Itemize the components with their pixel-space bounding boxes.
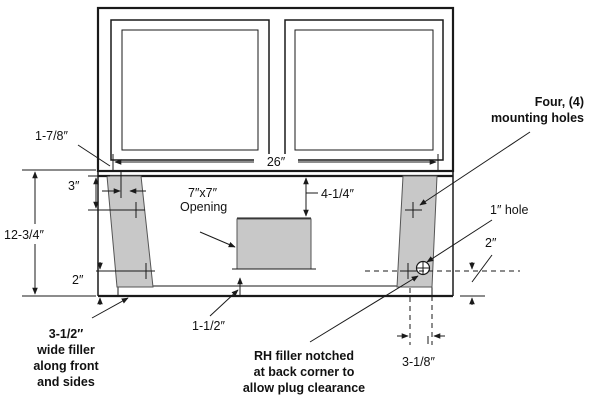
filler-callout-2: wide filler <box>36 343 95 357</box>
opening-size-label: 7″x7″ <box>188 186 218 200</box>
left-offset-label: 1-7/8″ <box>35 129 68 143</box>
left-filler <box>106 175 154 288</box>
mount-3in-label: 3″ <box>68 179 80 193</box>
height-label: 12-3/4″ <box>4 228 44 242</box>
depth-label: 4-1/4″ <box>321 187 354 201</box>
right-door-panel <box>294 29 434 151</box>
opening-7x7 <box>236 218 312 270</box>
rh-filler-callout-2: at back corner to <box>254 365 355 379</box>
filler-callout-1: 3-1/2″ <box>49 327 83 341</box>
left-door <box>110 19 270 161</box>
upper-cabinet <box>96 6 455 173</box>
hole-label: 1″ hole <box>490 203 529 217</box>
bottom-right-2in-label: 2″ <box>485 236 497 250</box>
width-label: 26″ <box>267 155 286 169</box>
bottom-left-2in-label: 2″ <box>72 273 84 287</box>
mounting-holes-callout-1: Four, (4) <box>535 95 584 109</box>
height-dimension <box>22 169 96 297</box>
rh-filler-callout-1: RH filler notched <box>254 349 354 363</box>
width-dimension <box>112 154 439 170</box>
opening-word-label: Opening <box>180 200 227 214</box>
right-door <box>284 19 444 161</box>
filler-callout-4: and sides <box>37 375 95 389</box>
rh-filler-callout-3: allow plug clearance <box>243 381 365 395</box>
upper-cabinet-frame <box>96 6 455 173</box>
left-door-panel <box>121 29 259 151</box>
hole-offset-label: 3-1/8″ <box>402 355 435 369</box>
inset-label: 1-1/2″ <box>192 319 225 333</box>
plug-hole-icon <box>415 260 431 276</box>
filler-callout-3: along front <box>33 359 99 373</box>
mounting-holes-callout-2: mounting holes <box>491 111 584 125</box>
